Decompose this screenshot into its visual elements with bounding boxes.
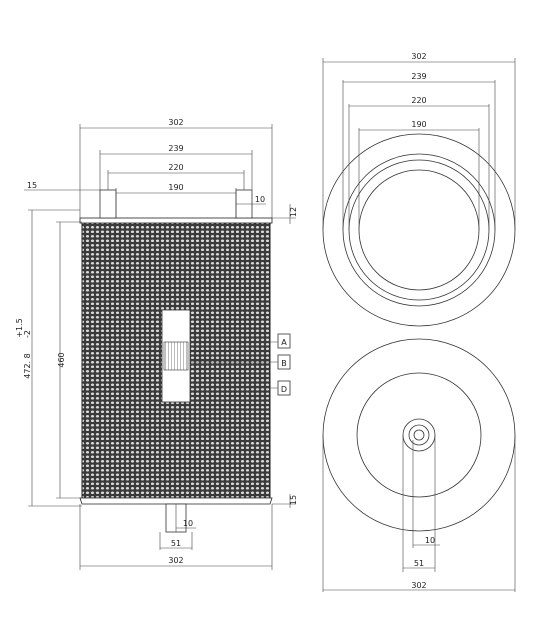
dim-302-bottom: 302: [168, 556, 183, 565]
dim-15-bottom: 15: [289, 495, 298, 505]
dim-472-8: 472. 8: [23, 353, 32, 378]
dim-302-top: 302: [168, 118, 183, 127]
top-dim-302: 302: [411, 52, 426, 61]
top-flange-left: [99, 189, 117, 219]
top-dim-239: 239: [411, 72, 426, 81]
dim-51-bottom: 51: [171, 539, 181, 548]
dim-15-left: 15: [27, 181, 37, 190]
bottom-spigot-outer: [402, 418, 436, 452]
dim-239: 239: [168, 144, 183, 153]
dim-12: 12: [289, 207, 298, 217]
top-outer-circle: [322, 133, 516, 327]
dim-472-8-tol-lower: -2: [23, 330, 32, 338]
dim-460: 460: [57, 352, 66, 367]
top-circle-190: [358, 169, 480, 291]
dim-472-8-tol-upper: +1.5: [15, 318, 24, 337]
callout-b: B: [281, 359, 287, 368]
bottom-spigot-inner: [413, 429, 425, 441]
bottom-dim-302: 302: [411, 581, 426, 590]
top-circle-220: [348, 159, 490, 301]
bottom-dim-10: 10: [425, 536, 435, 545]
dim-10-bottom: 10: [183, 519, 193, 528]
dim-190: 190: [168, 183, 183, 192]
bottom-dim-51: 51: [414, 559, 424, 568]
label-plate: [163, 341, 189, 371]
bottom-view: 51 10 302: [322, 338, 516, 592]
callout-a: A: [281, 338, 287, 347]
bottom-inner-circle: [356, 372, 482, 498]
top-view: 302 239 220 190: [322, 52, 516, 327]
dim-220: 220: [168, 163, 183, 172]
top-dim-190: 190: [411, 120, 426, 129]
bottom-spigot-mid: [408, 424, 430, 446]
top-circle-239: [342, 153, 496, 307]
dim-10-top: 10: [255, 195, 265, 204]
bottom-outer-circle: [322, 338, 516, 532]
bottom-end-cap: [79, 497, 273, 505]
top-end-cap: [79, 217, 273, 224]
callout-d: D: [281, 385, 287, 394]
top-dim-220: 220: [411, 96, 426, 105]
front-view: A B D 302 239 220 190 15 10 12: [15, 118, 298, 570]
